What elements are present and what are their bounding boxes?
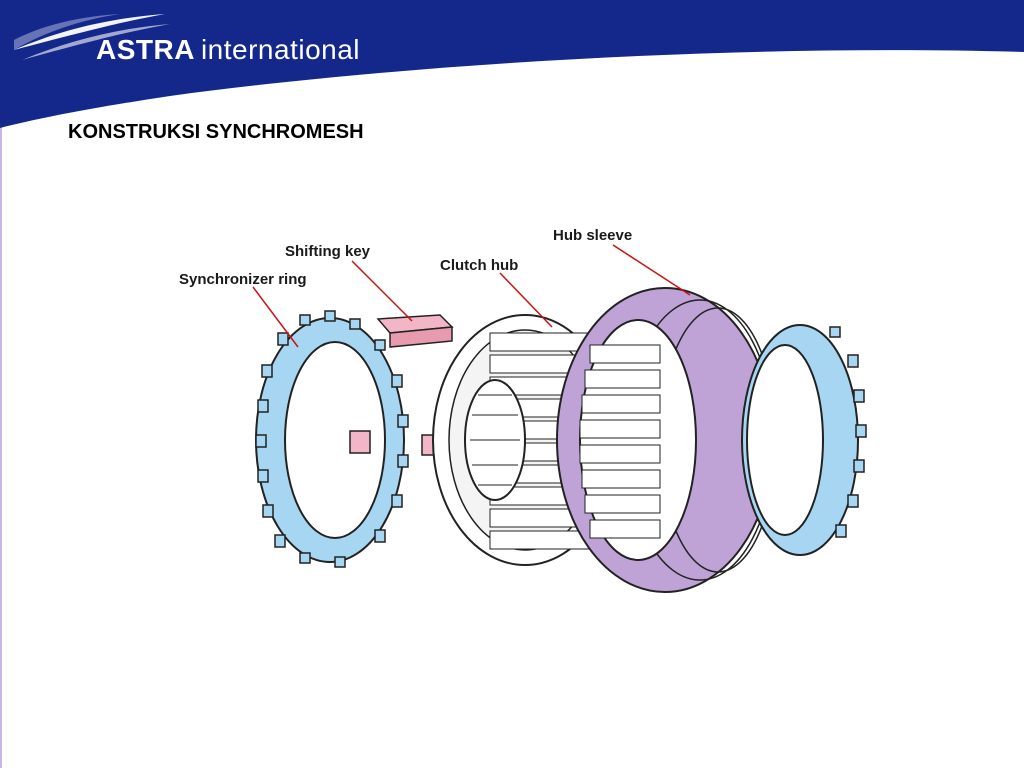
slide-title: KONSTRUKSI SYNCHROMESH — [68, 121, 364, 143]
leader-hub-sleeve — [612, 244, 691, 296]
synchromesh-diagram: Hub sleeve Shifting key Clutch hub Synch… — [179, 227, 867, 593]
header-banner — [0, 0, 1024, 128]
label-clutch-hub: Clutch hub — [440, 257, 518, 274]
synchronizer-ring-left — [255, 310, 409, 568]
synchronizer-ring-right — [741, 324, 867, 556]
leader-lines — [252, 244, 691, 348]
label-synchronizer-ring: Synchronizer ring — [179, 271, 307, 288]
left-edge-rule — [0, 0, 2, 768]
hub-sleeve — [556, 287, 777, 593]
leader-shifting-key — [351, 260, 413, 322]
leader-clutch-hub — [499, 272, 553, 328]
astra-swoosh-icon — [14, 14, 170, 60]
label-shifting-key: Shifting key — [285, 243, 371, 260]
label-hub-sleeve: Hub sleeve — [553, 227, 632, 244]
brand-name-bold: ASTRA — [96, 34, 195, 65]
brand-name-light: international — [200, 34, 361, 65]
leader-synchronizer-ring — [252, 286, 299, 348]
